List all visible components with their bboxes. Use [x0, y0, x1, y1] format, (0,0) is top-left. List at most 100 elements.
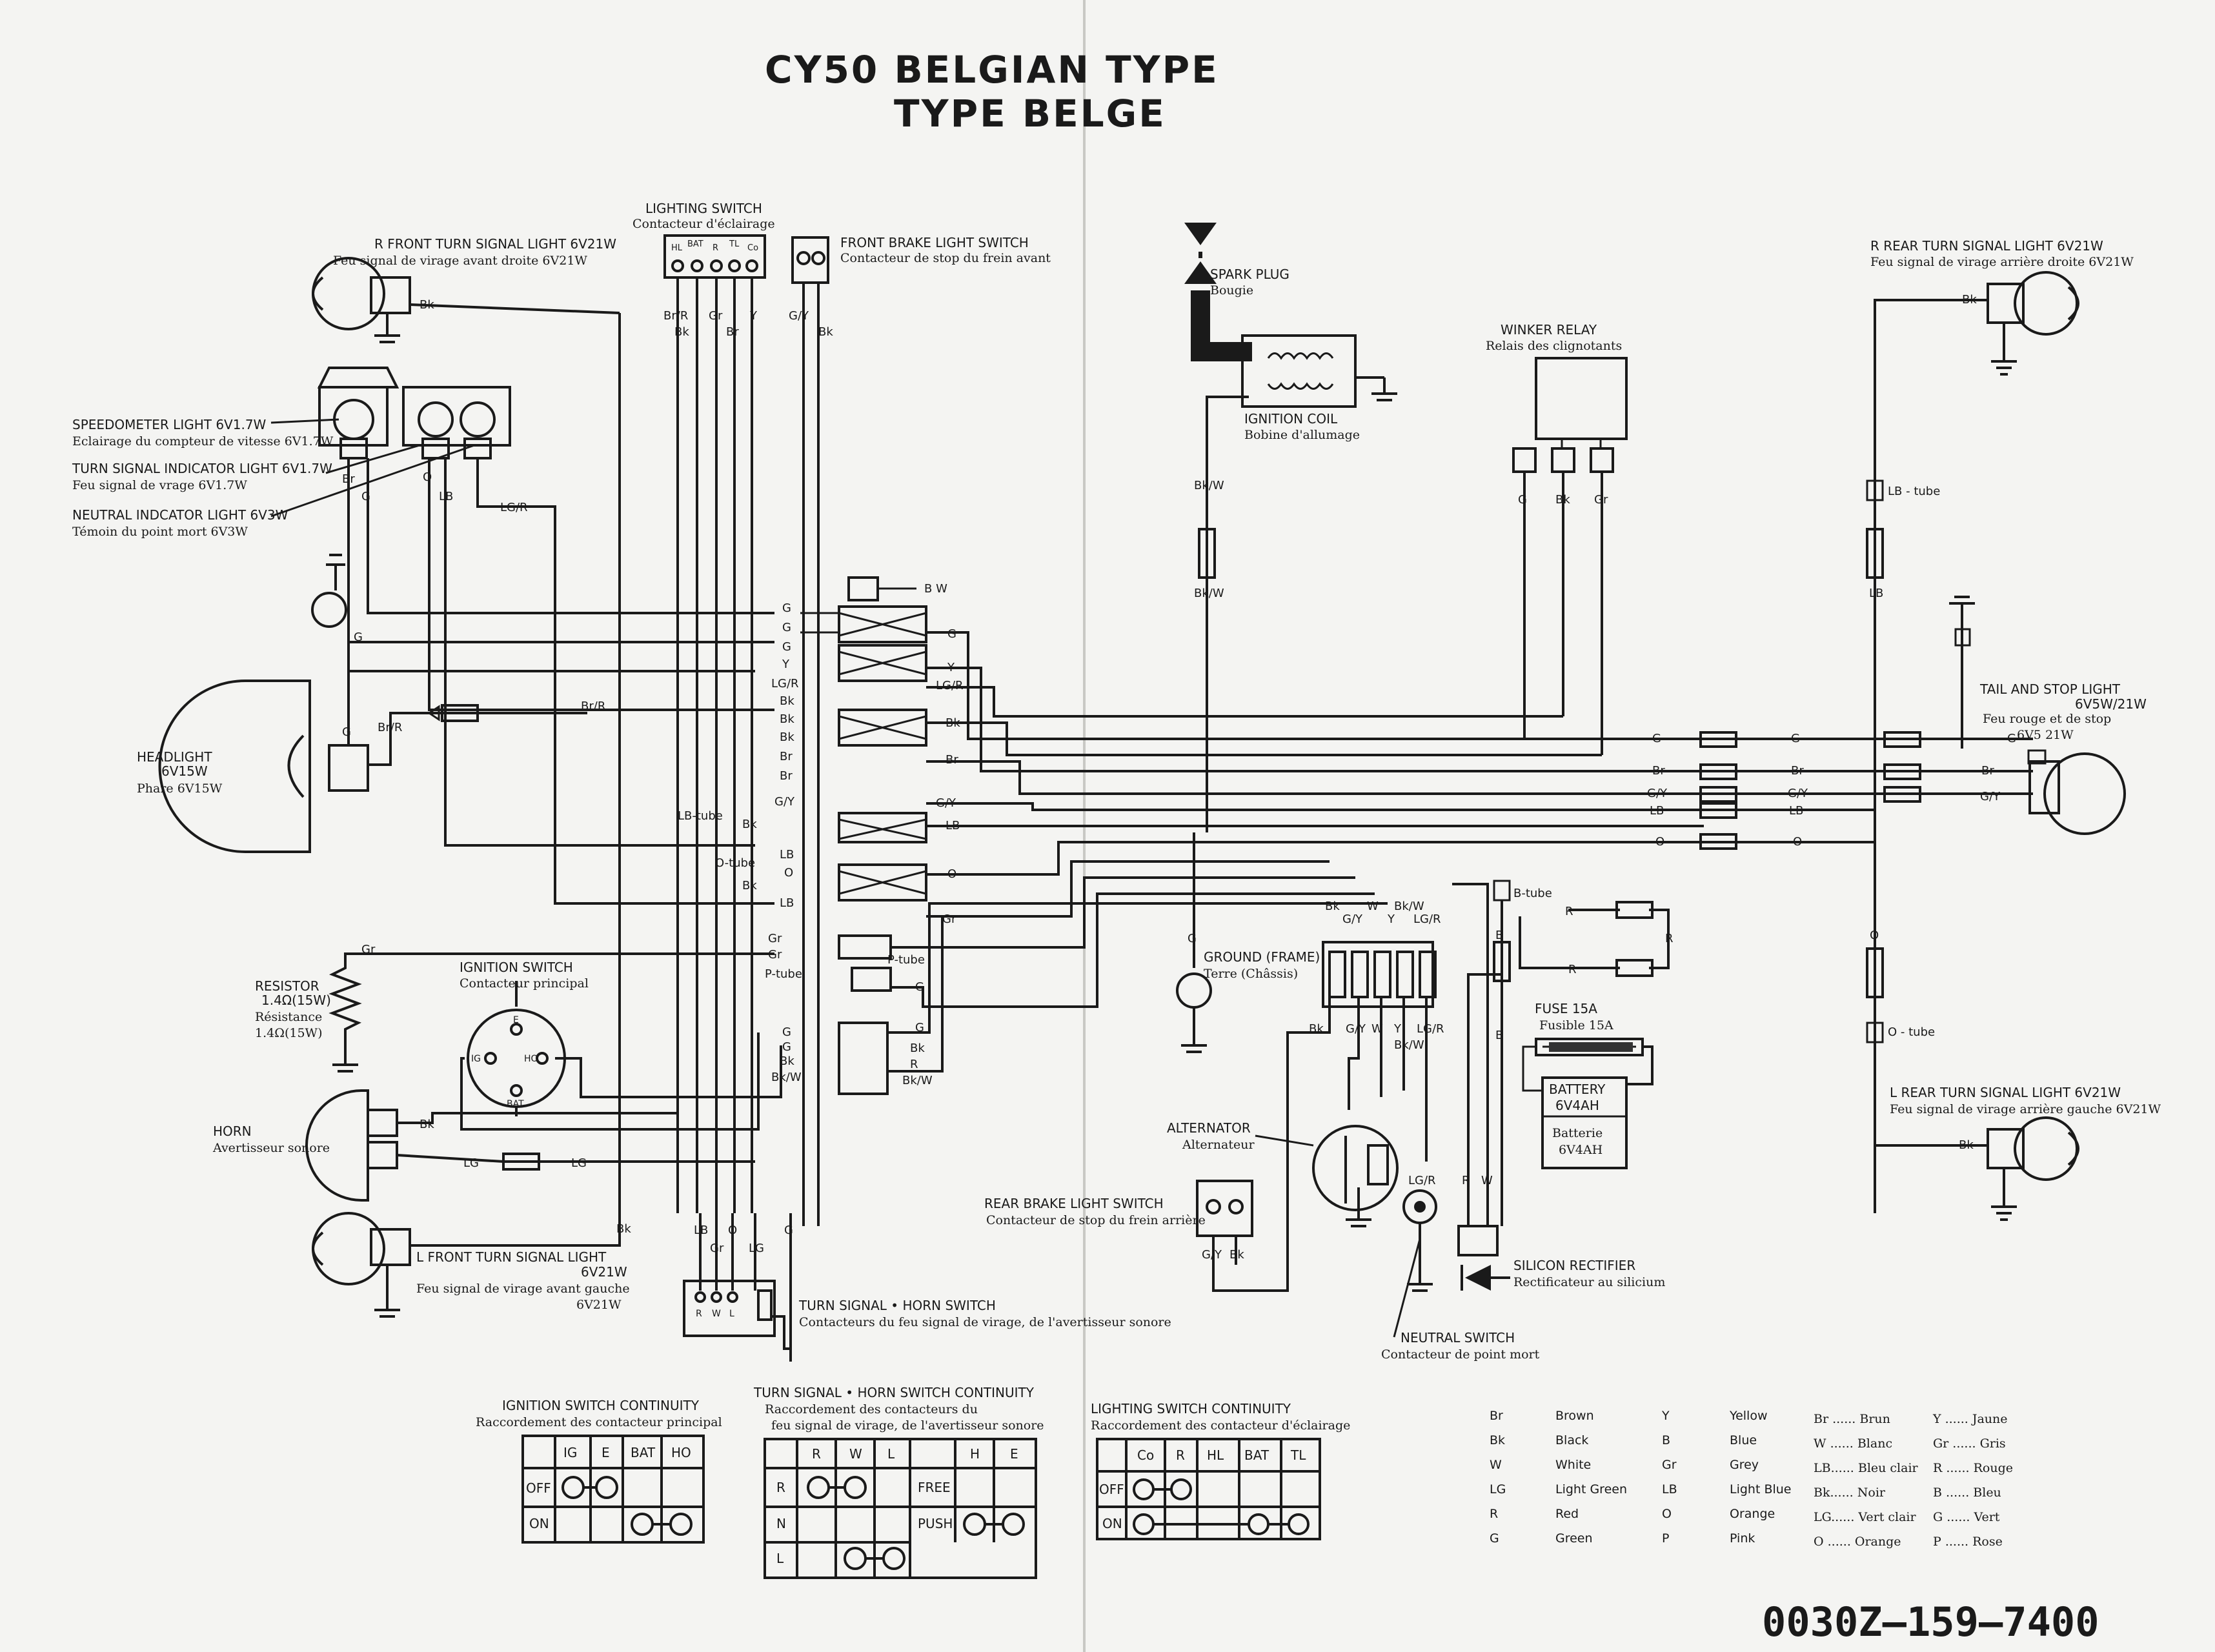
svg-text:G ...... Vert: G ...... Vert [1933, 1510, 2000, 1524]
svg-text:R: R [1568, 963, 1577, 976]
svg-text:Br: Br [946, 753, 958, 767]
svg-text:P-tube: P-tube [887, 953, 925, 967]
svg-text:6V21W: 6V21W [576, 1298, 622, 1312]
ignition-switch: E IG HO BAT [460, 981, 782, 1131]
svg-text:LB: LB [780, 896, 794, 910]
svg-text:W: W [1367, 900, 1379, 913]
turn-horn-continuity-table: TURN SIGNAL • HORN SWITCH CONTINUITY Rac… [753, 1385, 1044, 1579]
rear-turn-signal-right [1987, 271, 2079, 376]
battery [1541, 1076, 1628, 1169]
headlight-label-en: HEADLIGHT [137, 749, 212, 765]
svg-text:G: G [782, 601, 791, 615]
tail-label-en: TAIL AND STOP LIGHT [1979, 681, 2121, 697]
svg-text:Y: Y [1661, 1409, 1670, 1423]
svg-text:Orange: Orange [1730, 1507, 1775, 1521]
horn-label-en: HORN [213, 1123, 252, 1139]
svg-text:O ...... Orange: O ...... Orange [1814, 1535, 1901, 1549]
svg-text:G: G [354, 630, 363, 644]
svg-text:R: R [812, 1446, 821, 1462]
svg-text:LB: LB [780, 848, 794, 861]
svg-text:Phare 6V15W: Phare 6V15W [137, 781, 223, 796]
svg-text:BAT: BAT [507, 1099, 524, 1109]
svg-text:E: E [513, 1015, 519, 1025]
svg-text:Bk: Bk [1325, 900, 1340, 913]
turn-ind-label-en: TURN SIGNAL INDICATOR LIGHT 6V1.7W [72, 461, 332, 476]
svg-text:Br/R: Br/R [581, 700, 605, 713]
svg-text:Y: Y [1387, 912, 1395, 926]
svg-text:Batterie: Batterie [1552, 1126, 1603, 1140]
svg-text:Bk: Bk [1959, 1138, 1974, 1152]
svg-text:Gr: Gr [710, 1242, 724, 1255]
alternator-label-en: ALTERNATOR [1167, 1120, 1251, 1136]
svg-text:G/Y: G/Y [1647, 787, 1668, 800]
svg-text:LB: LB [439, 490, 453, 503]
svg-text:Terre (Châssis): Terre (Châssis) [1204, 967, 1298, 981]
svg-text:G: G [2007, 732, 2016, 745]
svg-text:BAT: BAT [631, 1445, 656, 1460]
svg-text:Gr: Gr [361, 943, 376, 956]
svg-text:LG/R: LG/R [771, 677, 799, 690]
svg-text:Gr ...... Gris: Gr ...... Gris [1933, 1436, 2006, 1451]
svg-text:W: W [849, 1446, 862, 1462]
svg-text:O: O [728, 1224, 737, 1237]
svg-text:PUSH: PUSH [918, 1516, 953, 1531]
svg-text:Light Blue: Light Blue [1730, 1482, 1792, 1496]
svg-text:Contacteur de stop du frein av: Contacteur de stop du frein avant [840, 251, 1051, 265]
rear-brake-label-en: REAR BRAKE LIGHT SWITCH [984, 1196, 1164, 1211]
svg-text:Co: Co [1137, 1447, 1154, 1463]
svg-text:O - tube: O - tube [1888, 1025, 1935, 1039]
svg-text:Y: Y [782, 658, 790, 671]
svg-text:G: G [1652, 732, 1661, 745]
svg-text:Gr: Gr [942, 912, 956, 926]
svg-text:Br: Br [780, 769, 793, 783]
svg-text:O: O [1793, 835, 1802, 849]
rectifier-label-en: SILICON RECTIFIER [1513, 1258, 1635, 1273]
svg-text:N: N [776, 1516, 786, 1531]
svg-text:Bk/W: Bk/W [1394, 900, 1424, 913]
svg-text:Y: Y [1393, 1022, 1402, 1036]
svg-text:G/Y: G/Y [1980, 790, 2001, 803]
front-brake-switch [791, 236, 829, 284]
svg-text:G: G [342, 725, 351, 739]
lighting-switch: HL BAT R TL Co [663, 234, 766, 279]
svg-text:HL: HL [671, 243, 683, 253]
svg-text:Black: Black [1555, 1433, 1588, 1447]
svg-text:Gr: Gr [768, 948, 782, 962]
svg-text:O: O [784, 866, 793, 880]
svg-text:B: B [1662, 1433, 1670, 1447]
svg-text:BAT: BAT [1244, 1447, 1269, 1463]
svg-text:Gr: Gr [768, 932, 782, 945]
svg-text:Br: Br [1652, 764, 1665, 778]
connector-block: B W [800, 576, 947, 1095]
svg-text:IG: IG [471, 1054, 481, 1064]
front-turn-signal-left [312, 1212, 411, 1318]
svg-text:Bk/W: Bk/W [902, 1074, 933, 1087]
front-brake-label-en: FRONT BRAKE LIGHT SWITCH [840, 235, 1029, 250]
svg-text:Y: Y [749, 309, 758, 323]
front-turn-right-label-fr: Feu signal de virage avant droite 6V21W [333, 254, 587, 268]
svg-text:R: R [776, 1480, 785, 1495]
headlight [158, 642, 369, 853]
svg-text:Alternateur: Alternateur [1182, 1138, 1255, 1152]
svg-text:Feu signal de virage avant g: Feu signal de virage avant gauche [416, 1282, 630, 1296]
fuse-label-en: FUSE 15A [1535, 1001, 1597, 1016]
svg-text:Bk/W: Bk/W [1194, 587, 1224, 600]
svg-text:R: R [713, 243, 718, 253]
svg-text:Bougie: Bougie [1210, 283, 1253, 297]
svg-text:Contacteurs du feu signal de v: Contacteurs du feu signal de virage, de … [799, 1315, 1171, 1329]
svg-text:Feu signal de virage arrière d: Feu signal de virage arrière droite 6V21… [1870, 255, 2134, 269]
svg-text:Fusible 15A: Fusible 15A [1539, 1018, 1613, 1032]
svg-text:Résistance: Résistance [255, 1010, 322, 1024]
svg-text:OFF: OFF [1099, 1482, 1124, 1497]
svg-text:Bk: Bk [1962, 293, 1977, 307]
svg-text:Bobine d'allumage: Bobine d'allumage [1244, 428, 1360, 442]
svg-text:LB: LB [1650, 804, 1664, 818]
svg-text:LB: LB [1789, 804, 1803, 818]
svg-text:Red: Red [1555, 1507, 1579, 1521]
svg-text:Light Green: Light Green [1555, 1482, 1627, 1496]
svg-text:LG: LG [571, 1156, 587, 1170]
svg-text:LG: LG [1490, 1482, 1506, 1496]
svg-text:LB: LB [1662, 1482, 1677, 1496]
svg-text:O: O [1662, 1507, 1672, 1521]
svg-text:6V21W: 6V21W [581, 1264, 627, 1280]
